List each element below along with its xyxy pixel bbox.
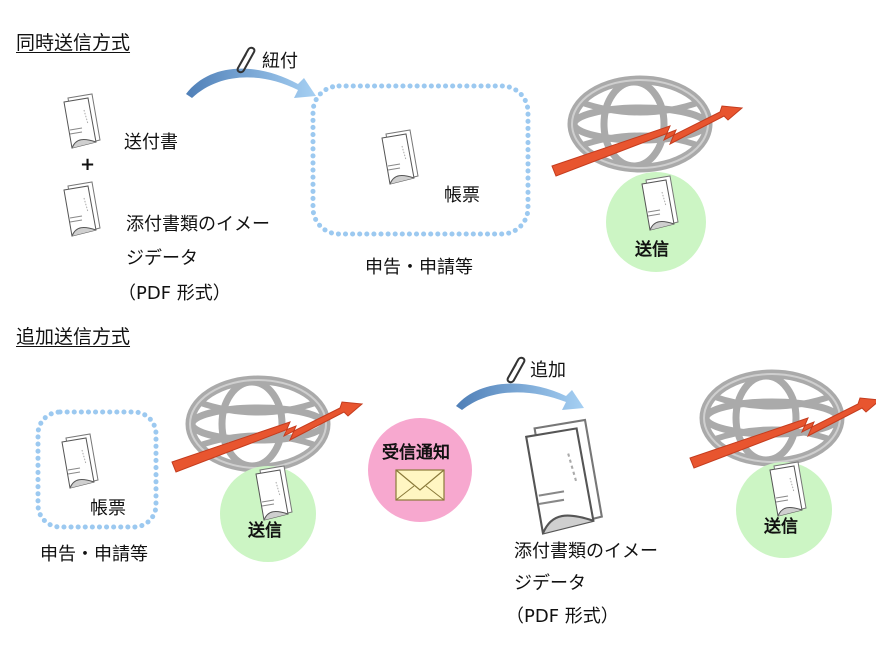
notice-label: 受信通知 xyxy=(382,443,450,463)
attachment-label-line2: ジデータ xyxy=(126,248,198,269)
form-frame xyxy=(35,409,159,530)
attach-label: 紐付 xyxy=(262,51,298,72)
filing-label: 申告・申請等 xyxy=(365,257,473,278)
paperclip-icon xyxy=(236,46,256,74)
add-curve-arrow xyxy=(456,383,584,410)
add-label: 追加 xyxy=(530,360,566,381)
plus-sign: + xyxy=(80,154,96,175)
attachment-label-line2: ジデータ xyxy=(514,573,586,594)
document-icon xyxy=(63,93,101,149)
send-label: 送信 xyxy=(635,240,669,260)
document-icon xyxy=(525,418,603,535)
document-icon xyxy=(61,433,99,489)
cover-letter-label: 送付書 xyxy=(124,132,178,153)
attachment-label-line1: 添付書類のイメー xyxy=(514,541,658,562)
form-label: 帳票 xyxy=(90,498,126,519)
attachment-label-line1: 添付書類のイメー xyxy=(126,214,270,235)
form-frame xyxy=(310,83,531,237)
envelope-icon xyxy=(395,469,445,501)
section2-heading: 追加送信方式 xyxy=(16,326,131,348)
filing-label: 申告・申請等 xyxy=(40,544,148,565)
form-label: 帳票 xyxy=(444,185,480,206)
paperclip-icon xyxy=(506,356,526,384)
send-label: 送信 xyxy=(248,521,282,541)
attachment-label-line3: （PDF 形式） xyxy=(506,606,619,627)
section1-heading: 同時送信方式 xyxy=(16,32,131,54)
document-icon xyxy=(381,129,419,185)
send-label: 送信 xyxy=(764,517,798,537)
document-icon xyxy=(63,181,101,237)
attach-curve-arrow xyxy=(186,68,316,98)
attachment-label-line3: （PDF 形式） xyxy=(118,283,231,304)
